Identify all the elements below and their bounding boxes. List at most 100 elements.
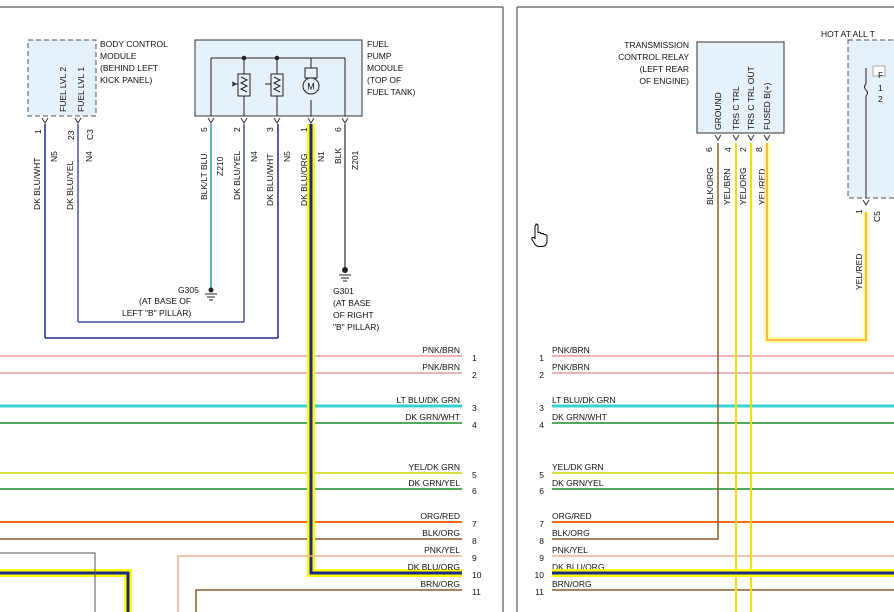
bcm-title-3: (BEHIND LEFT [100, 63, 158, 73]
tcr-pin-name-fused-b: FUSED B(+) [762, 82, 772, 130]
tcr-wire-yel-red: YEL/RED [757, 169, 767, 205]
tcr-pin-name-trs-c-trl: TRS C TRL [731, 86, 741, 130]
tcr-wire-blk-org: BLK/ORG [705, 167, 715, 205]
hand-cursor-icon [531, 223, 548, 247]
g305-location-1: (AT BASE OF [139, 296, 191, 306]
wire-tcr-ground-blk-org [552, 143, 719, 540]
bus-num-left-4: 4 [472, 420, 477, 430]
fpm-title-5: FUEL TANK) [367, 87, 416, 97]
fpm-title-4: (TOP OF [367, 75, 401, 85]
bcm-connector-arrow [74, 117, 82, 124]
bus-num-right-5: 5 [539, 470, 544, 480]
bus-num-right-1: 1 [539, 353, 544, 363]
fpm-circuit-z210: Z210 [215, 156, 225, 176]
bus-num-right-3: 3 [539, 403, 544, 413]
tcr-title-2: CONTROL RELAY [618, 52, 689, 62]
bus-num-left-10: 10 [472, 570, 482, 580]
bus-label-right-2: PNK/BRN [552, 362, 590, 372]
bus-label-right-7: ORG/RED [552, 511, 592, 521]
bcm-pin-num-1: 1 [33, 129, 43, 134]
body-control-module[interactable] [27, 39, 97, 117]
bus-num-left-1: 1 [472, 353, 477, 363]
fpm-title-2: PUMP [367, 51, 392, 61]
tcr-pin-num-4: 4 [723, 147, 733, 152]
fpm-wire-blk: BLK [333, 148, 343, 164]
hot-at-all-times-box[interactable] [847, 39, 894, 199]
bus-label-left-10: DK BLU/ORG [408, 562, 460, 572]
wire-bottom-left-brn-org [195, 589, 462, 612]
bus-num-left-11: 11 [472, 587, 481, 597]
fpm-internal-circuit [210, 55, 346, 116]
bus-num-left-8: 8 [472, 536, 477, 546]
fpm-wire-blk-lt-blu: BLK/LT BLU [199, 154, 209, 200]
transmission-control-relay[interactable] [696, 41, 785, 134]
fpm-pin-num-3: 3 [265, 127, 275, 132]
g305-location-2: LEFT "B" PILLAR) [122, 308, 191, 318]
bcm-connector-arrow [41, 117, 49, 124]
bus-label-left-7: ORG/RED [420, 511, 460, 521]
bus-label-left-1: PNK/BRN [422, 345, 460, 355]
tcr-title-4: OF ENGINE) [639, 76, 689, 86]
wire-bottom-left-gray [0, 552, 96, 612]
tcr-connector-arrows [714, 134, 771, 141]
fpm-circuit-n5: N5 [282, 151, 292, 162]
hot-pin-num: 1 [854, 209, 864, 214]
bus-num-left-5: 5 [472, 470, 477, 480]
bcm-wire-dk-blu-yel: DK BLU/YEL [65, 161, 75, 210]
fuel-pump-motor-icon: M [302, 67, 320, 95]
bus-num-right-7: 7 [539, 519, 544, 529]
bus-label-right-3: LT BLU/DK GRN [552, 395, 615, 405]
tcr-wire-yel-org: YEL/ORG [738, 167, 748, 205]
bcm-wire-dk-blu-wht: DK BLU/WHT [32, 158, 42, 210]
bcm-circuit-n5: N5 [49, 151, 59, 162]
fpm-title-3: MODULE [367, 63, 404, 73]
hot-wire-yel-red: YEL/RED [854, 254, 864, 290]
bcm-pin-name-fuel-lvl-2: FUEL LVL 2 [58, 67, 68, 112]
fuse-icon [864, 65, 886, 198]
fpm-wire-dk-blu-yel: DK BLU/YEL [232, 151, 242, 200]
bus-label-right-6: DK GRN/YEL [552, 478, 604, 488]
g301-location-2: OF RIGHT [333, 310, 374, 320]
bus-label-right-1: PNK/BRN [552, 345, 590, 355]
bus-num-right-4: 4 [539, 420, 544, 430]
bus-label-left-2: PNK/BRN [422, 362, 460, 372]
bus-num-right-10: 10 [535, 570, 545, 580]
tcr-wire-yel-brn: YEL/BRN [722, 169, 732, 205]
bus-label-right-10: DK BLU/ORG [552, 562, 604, 572]
fuel-level-sender-1 [231, 73, 251, 97]
tcr-pin-name-ground: GROUND [713, 92, 723, 130]
bus-num-right-2: 2 [539, 370, 544, 380]
fpm-wire-dk-blu-wht: DK BLU/WHT [265, 154, 275, 206]
wire-bottom-left-dk-blu [0, 571, 130, 612]
bus-num-left-3: 3 [472, 403, 477, 413]
bus-num-right-8: 8 [539, 536, 544, 546]
fpm-pin-num-1: 1 [299, 127, 309, 132]
tcr-title-1: TRANSMISSION [624, 40, 689, 50]
left-panel-border [0, 6, 504, 612]
right-panel-border [516, 6, 894, 612]
bus-label-right-8: BLK/ORG [552, 528, 590, 538]
fpm-pin-num-5: 5 [199, 127, 209, 132]
fpm-circuit-n1: N1 [316, 151, 326, 162]
tcr-pin-num-6: 6 [704, 147, 714, 152]
hot-char-2: 1 [878, 83, 883, 93]
bus-num-right-6: 6 [539, 486, 544, 496]
bus-num-right-9: 9 [539, 553, 544, 563]
bcm-title-4: KICK PANEL) [100, 75, 152, 85]
bcm-title-2: MODULE [100, 51, 137, 61]
bus-label-left-8: BLK/ORG [422, 528, 460, 538]
hot-char-1: F [878, 70, 883, 80]
bus-label-left-3: LT BLU/DK GRN [397, 395, 460, 405]
bcm-circuit-n4: N4 [84, 151, 94, 162]
wire-bottom-left-highlight [0, 569, 132, 612]
hot-conn-c5: C5 [872, 211, 882, 222]
bcm-pin-num-23: 23 [66, 130, 76, 140]
bus-num-right-11: 11 [535, 587, 544, 597]
bcm-conn-c3: C3 [85, 129, 95, 140]
tcr-pin-num-2: 2 [738, 147, 748, 152]
bus-label-left-6: DK GRN/YEL [409, 478, 461, 488]
fuel-level-sender-2 [265, 73, 284, 97]
fpm-pin-num-2: 2 [232, 127, 242, 132]
